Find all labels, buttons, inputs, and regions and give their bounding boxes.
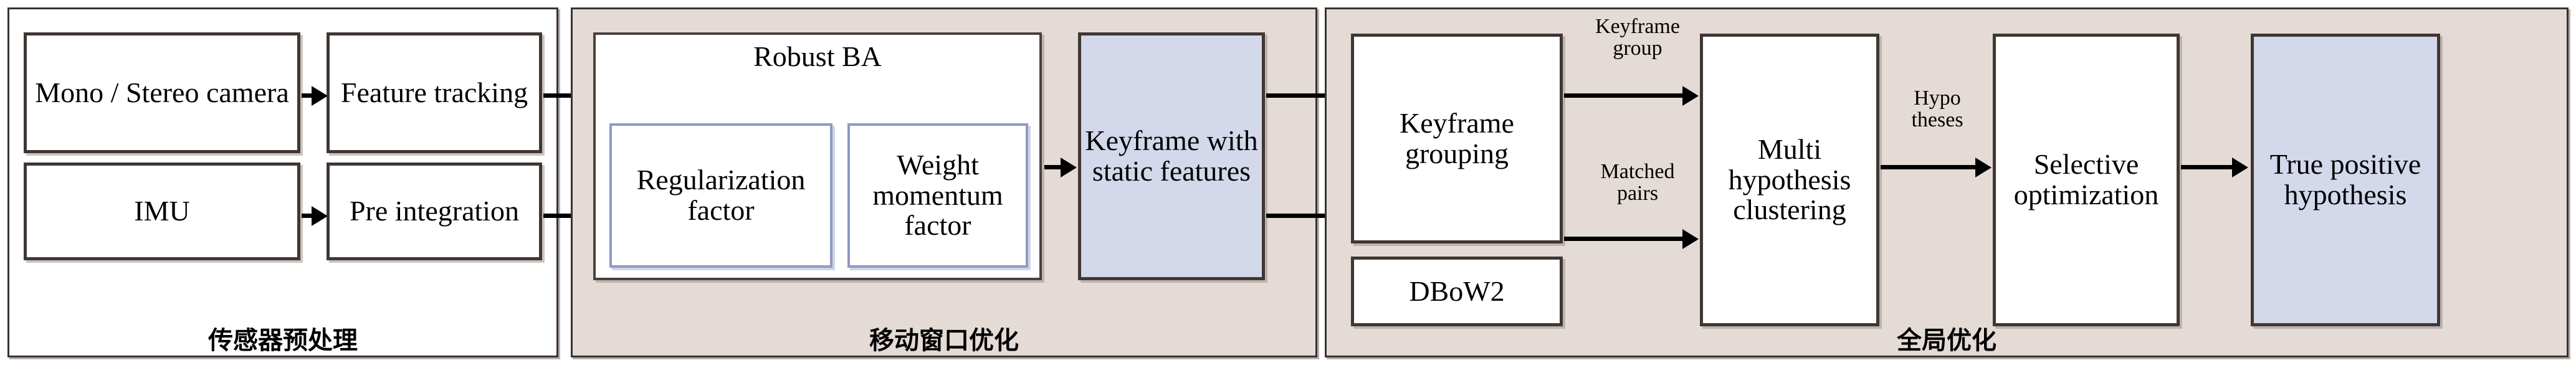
- arrow-head: [1061, 158, 1077, 177]
- arrow-shaft: [1044, 165, 1064, 169]
- arrow-head: [312, 86, 328, 106]
- box-label-dbow2: DBoW2: [1409, 275, 1505, 307]
- box-label-keyframe-grouping: Keyframe grouping: [1400, 106, 1514, 169]
- arrow-head: [1975, 158, 1992, 177]
- box-label-robust-ba: Robust BA: [753, 40, 882, 72]
- box-label-true-positive-hypothesis: True positive hypothesis: [2269, 148, 2421, 210]
- box-pre-integration[interactable]: Pre integration: [327, 163, 542, 260]
- arrow-head: [1682, 86, 1699, 106]
- box-label-feature-tracking: Feature tracking: [340, 76, 528, 108]
- box-label-multi-hypothesis-clustering: Multi hypothesis clustering: [1728, 133, 1851, 226]
- arrow-head: [1682, 229, 1699, 249]
- edge-label-hypotheses: Hypo theses: [1911, 87, 1963, 132]
- stage-caption-global-optimization: 全局优化: [1897, 326, 1996, 355]
- box-robust-ba[interactable]: Robust BA Regularization factor Weight m…: [593, 32, 1042, 280]
- arrow-shaft: [1881, 165, 1979, 169]
- box-mono-stereo-camera[interactable]: Mono / Stereo camera: [24, 32, 300, 153]
- arrow-head: [312, 206, 328, 226]
- box-label-imu: IMU: [134, 195, 190, 227]
- box-label-selective-optimization: Selective optimization: [2013, 148, 2159, 210]
- box-keyframe-with-static-features[interactable]: Keyframe with static features: [1078, 32, 1265, 280]
- arrow-shaft: [302, 214, 314, 218]
- arrow-shaft: [1266, 93, 1335, 98]
- box-label-pre-integration: Pre integration: [349, 195, 520, 227]
- box-feature-tracking[interactable]: Feature tracking: [327, 32, 542, 153]
- arrow-shaft: [1564, 93, 1686, 98]
- box-imu[interactable]: IMU: [24, 163, 300, 260]
- stage-caption-sliding-window-optimization: 移动窗口优化: [869, 326, 1019, 355]
- box-selective-optimization[interactable]: Selective optimization: [1993, 34, 2180, 326]
- arrow-shaft: [1564, 237, 1686, 241]
- stage-caption-sensor-preprocessing: 传感器预处理: [208, 326, 358, 355]
- arrow-shaft: [543, 214, 584, 218]
- arrow-shaft: [302, 93, 314, 98]
- box-dbow2[interactable]: DBoW2: [1351, 257, 1563, 326]
- arrow-shaft: [2181, 165, 2236, 169]
- box-regularization-factor[interactable]: Regularization factor: [609, 123, 832, 268]
- arrow-head: [2232, 158, 2248, 177]
- box-multi-hypothesis-clustering[interactable]: Multi hypothesis clustering: [1700, 34, 1879, 326]
- edge-label-keyframe-group: Keyframe group: [1595, 15, 1680, 60]
- box-label-mono-stereo-camera: Mono / Stereo camera: [35, 76, 289, 108]
- box-label-weight-momentum-factor: Weight momentum factor: [872, 148, 1003, 242]
- edge-label-matched-pairs: Matched pairs: [1600, 160, 1675, 205]
- box-label-regularization-factor: Regularization factor: [636, 164, 806, 226]
- box-weight-momentum-factor[interactable]: Weight momentum factor: [847, 123, 1028, 268]
- arrow-shaft: [543, 93, 584, 98]
- box-true-positive-hypothesis[interactable]: True positive hypothesis: [2251, 34, 2440, 326]
- arrow-shaft: [1266, 214, 1335, 218]
- box-keyframe-grouping[interactable]: Keyframe grouping: [1351, 34, 1563, 243]
- box-label-keyframe-with-static-features: Keyframe with static features: [1085, 125, 1258, 187]
